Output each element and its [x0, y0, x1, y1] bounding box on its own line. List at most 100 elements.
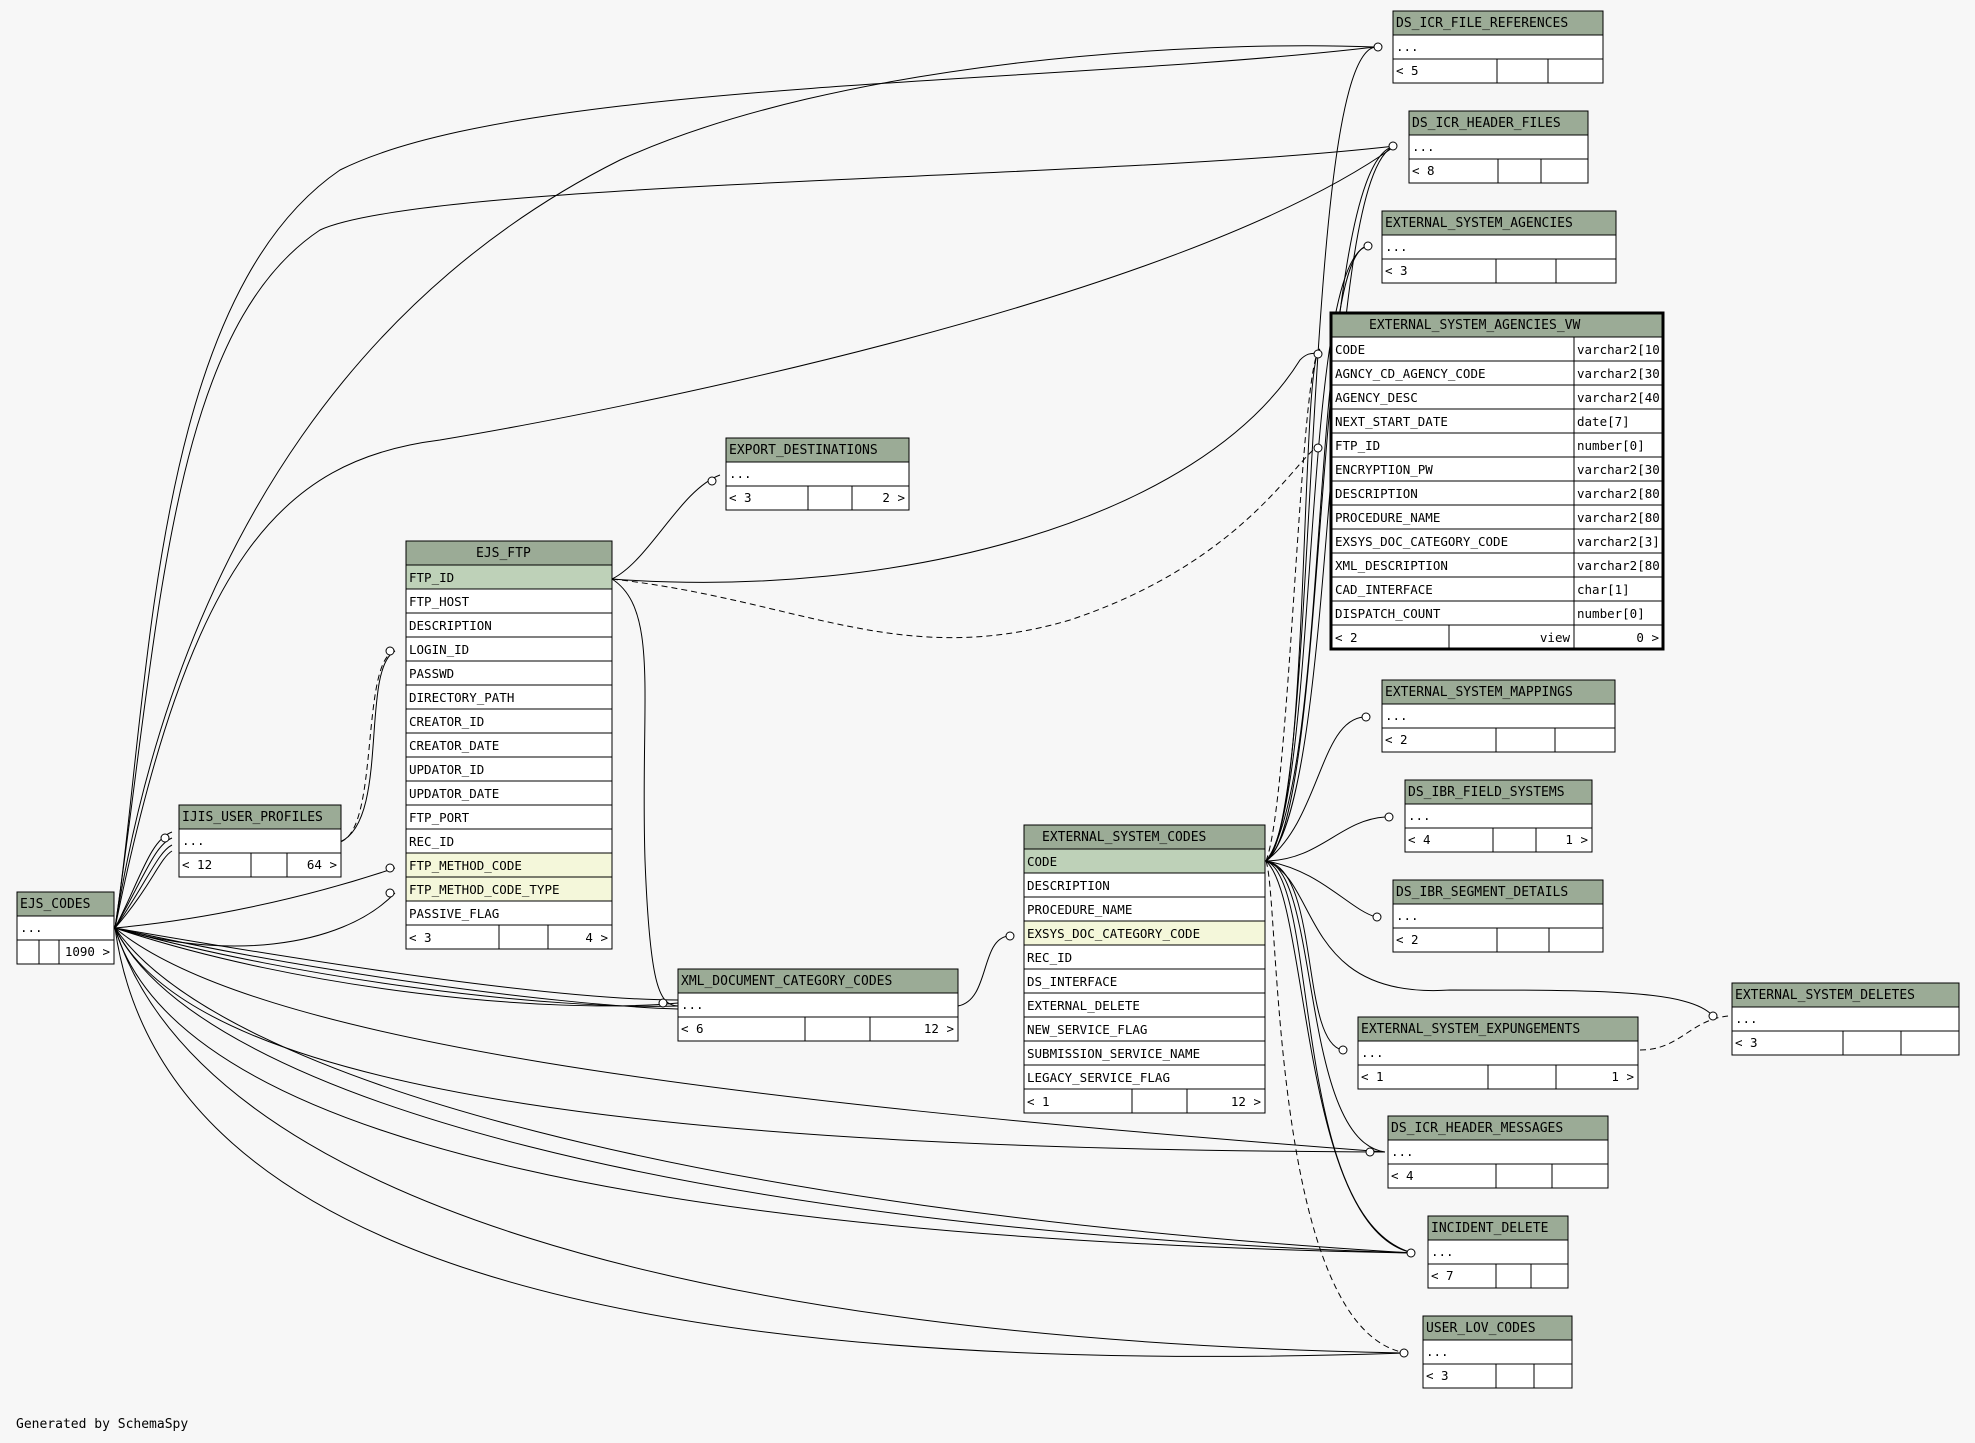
column-name: UPDATOR_DATE — [409, 786, 499, 801]
edge-ejs-codes-to-ijis-user-profiles-3 — [114, 844, 173, 929]
edge-ejs-codes-to-xml-doc-codes-3 — [114, 927, 679, 1010]
columns-ellipsis: ... — [681, 997, 704, 1012]
table-external-system-agencies[interactable]: EXTERNAL_SYSTEM_AGENCIES ... < 3 — [1381, 210, 1617, 284]
edge-esc-to-user-lov-codes-implied — [1265, 860, 1407, 1354]
column-name: AGNCY_CD_AGENCY_CODE — [1335, 366, 1486, 381]
edge-ejs-ftp-to-xml-doc-codes — [611, 578, 679, 1007]
column-name: EXSYS_DOC_CATEGORY_CODE — [1027, 926, 1200, 941]
table-ds-icr-header-messages[interactable]: DS_ICR_HEADER_MESSAGES ... < 4 — [1387, 1115, 1609, 1189]
table-user-lov-codes[interactable]: USER_LOV_CODES ... < 3 — [1422, 1315, 1573, 1389]
marker-esc-exsys-doc — [1005, 931, 1015, 941]
columns-ellipsis: ... — [1412, 139, 1435, 154]
table-xml-document-category-codes[interactable]: XML_DOCUMENT_CATEGORY_CODES ... < 6 12 > — [677, 968, 959, 1042]
column-name: PASSWD — [409, 666, 454, 681]
edge-ejs-codes-to-ijis-user-profiles-4 — [114, 850, 173, 929]
columns-ellipsis: ... — [182, 833, 205, 848]
column-name: DIRECTORY_PATH — [409, 690, 514, 705]
table-row-count: 0 > — [1636, 630, 1659, 645]
columns-ellipsis: ... — [1361, 1045, 1384, 1060]
table-children-count: < 5 — [1396, 63, 1419, 78]
table-export-destinations[interactable]: EXPORT_DESTINATIONS ... < 3 2 > — [725, 437, 910, 511]
table-title: EJS_FTP — [476, 546, 531, 561]
edge-ejs-codes-to-user-lov-codes — [114, 927, 1407, 1357]
edge-esc-to-external-system-agencies-2 — [1265, 245, 1369, 862]
table-ejs-ftp[interactable]: EJS_FTP FTP_ID FTP_HOST DESCRIPTION LOGI… — [405, 540, 613, 950]
table-external-system-agencies-vw[interactable]: EXTERNAL_SYSTEM_AGENCIES_VW CODE varchar… — [1329, 311, 1667, 651]
column-name: FTP_HOST — [409, 594, 470, 609]
edge-esc-to-external-system-expungements — [1265, 860, 1343, 1051]
table-ejs-codes[interactable]: EJS_CODES ... 1090 > — [16, 891, 115, 965]
column-name: SUBMISSION_SERVICE_NAME — [1027, 1046, 1200, 1061]
marker-external-system-expungements — [1338, 1045, 1348, 1055]
column-name: FTP_ID — [409, 570, 454, 585]
table-title: EXTERNAL_SYSTEM_AGENCIES_VW — [1369, 318, 1580, 333]
edge-ejs-ftp-to-esa-vw-ftp-id — [611, 351, 1321, 583]
column-name: CODE — [1335, 342, 1365, 357]
column-name: UPDATOR_ID — [409, 762, 484, 777]
table-title: DS_IBR_SEGMENT_DETAILS — [1396, 885, 1568, 900]
marker-ds-icr-header-messages — [1365, 1147, 1375, 1157]
table-children-count: < 3 — [1735, 1035, 1758, 1050]
table-title: EXTERNAL_SYSTEM_AGENCIES — [1385, 216, 1573, 231]
table-external-system-codes[interactable]: EXTERNAL_SYSTEM_CODES CODE DESCRIPTION P… — [1023, 824, 1266, 1114]
vw-column-rows: CODE varchar2[10] AGNCY_CD_AGENCY_CODE v… — [1330, 336, 1667, 626]
edge-esc-to-ds-ibr-field-systems — [1265, 816, 1386, 862]
edge-esc-to-esa-vw-code — [1265, 348, 1321, 862]
column-name: REC_ID — [1027, 950, 1072, 965]
edge-ejs-codes-to-incident-delete-2 — [114, 927, 1414, 1254]
column-name: EXTERNAL_DELETE — [1027, 998, 1140, 1013]
edge-esc-to-ds-ibr-segment-details — [1265, 860, 1377, 918]
edge-ejs-ftp-to-export-destinations — [611, 474, 721, 580]
column-type: number[0] — [1577, 606, 1645, 621]
edge-esc-to-incident-delete-2 — [1265, 860, 1414, 1254]
column-name: DESCRIPTION — [409, 618, 492, 633]
table-ds-icr-file-references[interactable]: DS_ICR_FILE_REFERENCES ... < 5 — [1392, 10, 1604, 84]
marker-ds-icr-file-references — [1373, 42, 1383, 52]
table-row-count: 12 > — [1231, 1094, 1261, 1109]
column-name: DISPATCH_COUNT — [1335, 606, 1441, 621]
edge-ejs-codes-to-user-lov-codes-2 — [114, 927, 1407, 1354]
columns-ellipsis: ... — [1385, 239, 1408, 254]
generated-by-footer: Generated by SchemaSpy — [16, 1417, 188, 1432]
table-title: DS_ICR_HEADER_FILES — [1412, 116, 1561, 131]
column-type: varchar2[80] — [1577, 510, 1667, 525]
table-children-count: < 3 — [1385, 263, 1408, 278]
table-ds-icr-header-files[interactable]: DS_ICR_HEADER_FILES ... < 8 — [1408, 110, 1589, 184]
table-ijis-user-profiles[interactable]: IJIS_USER_PROFILES ... < 12 64 > — [178, 804, 342, 878]
table-children-count: < 3 — [409, 930, 432, 945]
table-title: EJS_CODES — [20, 897, 90, 912]
table-external-system-deletes[interactable]: EXTERNAL_SYSTEM_DELETES ... < 3 — [1731, 982, 1960, 1056]
column-type: varchar2[30] — [1577, 366, 1667, 381]
edge-expungements-to-deletes-implied — [1639, 1015, 1729, 1051]
table-row-count: 12 > — [924, 1021, 954, 1036]
column-type: varchar2[80] — [1577, 558, 1667, 573]
columns-ellipsis: ... — [1396, 39, 1419, 54]
column-name: PROCEDURE_NAME — [1335, 510, 1440, 525]
table-ds-ibr-segment-details[interactable]: DS_IBR_SEGMENT_DETAILS ... < 2 — [1392, 879, 1604, 953]
column-name: EXSYS_DOC_CATEGORY_CODE — [1335, 534, 1508, 549]
table-title: EXTERNAL_SYSTEM_MAPPINGS — [1385, 685, 1573, 700]
marker-esa-vw-ftp-id — [1313, 443, 1323, 453]
table-children-count: < 3 — [729, 490, 752, 505]
column-name: ENCRYPTION_PW — [1335, 462, 1433, 477]
column-name: LEGACY_SERVICE_FLAG — [1027, 1070, 1170, 1085]
table-children-count: < 1 — [1027, 1094, 1050, 1109]
edge-ejs-codes-to-ejs-ftp-method — [114, 867, 396, 929]
table-children-count: < 4 — [1391, 1168, 1414, 1183]
table-incident-delete[interactable]: INCIDENT_DELETE ... < 7 — [1427, 1215, 1569, 1289]
column-name: PROCEDURE_NAME — [1027, 902, 1132, 917]
table-external-system-mappings[interactable]: EXTERNAL_SYSTEM_MAPPINGS ... < 2 — [1381, 679, 1616, 753]
table-row-count: 64 > — [307, 857, 337, 872]
column-name: FTP_PORT — [409, 810, 470, 825]
table-title: DS_ICR_FILE_REFERENCES — [1396, 16, 1568, 31]
marker-ejs-ftp-login-id — [385, 646, 395, 656]
table-external-system-expungements[interactable]: EXTERNAL_SYSTEM_EXPUNGEMENTS ... < 1 1 > — [1357, 1016, 1639, 1090]
table-row-count: 1 > — [1611, 1069, 1634, 1084]
edge-esc-to-ds-icr-header-messages — [1265, 860, 1386, 1153]
marker-ejs-ftp-method-code — [385, 863, 395, 873]
column-name: DESCRIPTION — [1027, 878, 1110, 893]
table-children-count: < 7 — [1431, 1268, 1454, 1283]
table-children-count: < 4 — [1408, 832, 1431, 847]
table-ds-ibr-field-systems[interactable]: DS_IBR_FIELD_SYSTEMS ... < 4 1 > — [1404, 779, 1593, 853]
